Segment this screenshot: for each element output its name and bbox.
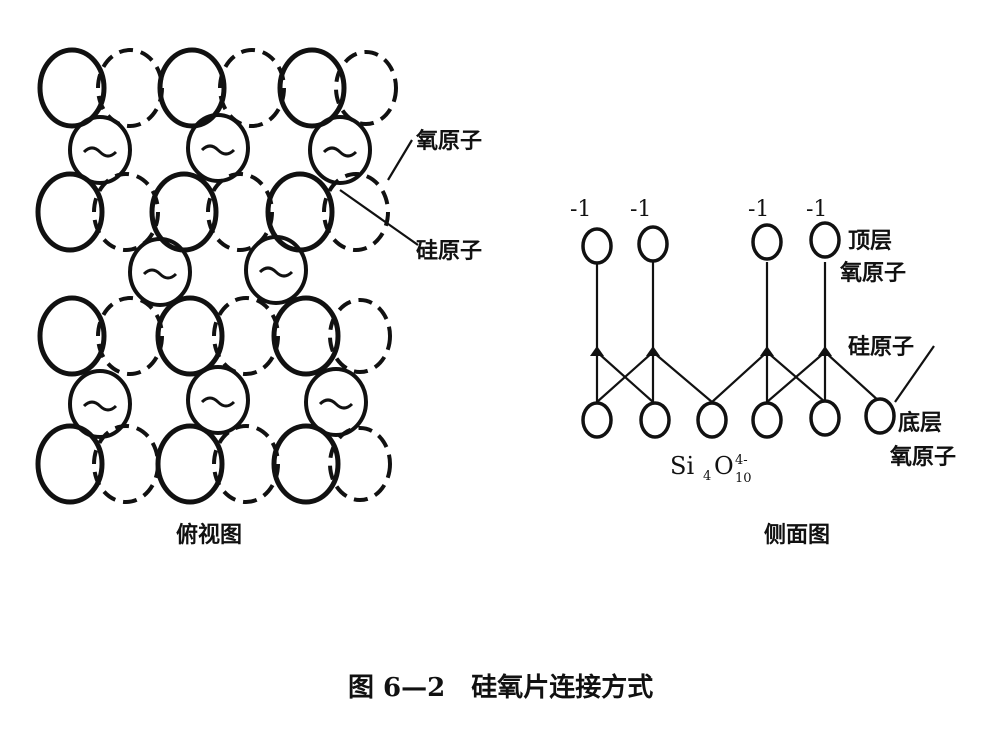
silicon-atom-label: 硅原子 (416, 238, 482, 264)
top-oxygen-atom (637, 225, 669, 263)
silicon-atom (186, 113, 250, 183)
figure-caption: 图 6—2 硅氧片连接方式 (348, 672, 653, 703)
silicon-atom (304, 367, 368, 437)
oxygen-atom (155, 295, 225, 377)
silicon-atom (244, 235, 308, 305)
oxygen-atom (334, 50, 398, 126)
oxygen-row-4 (35, 423, 392, 505)
top-oxygen-atom (809, 221, 841, 259)
side-view-diagram: -1 -1 -1 -1 顶层 氧原子 硅原子 (570, 197, 956, 548)
silicon-mark (258, 266, 294, 278)
bottom-oxygen-atom (696, 401, 728, 439)
oxygen-atom (35, 171, 105, 253)
silicon-atom (308, 115, 372, 185)
formula-charge: 4- (735, 453, 748, 468)
silicon-leader-line (894, 345, 935, 403)
bottom-oxygen-atom (581, 401, 613, 439)
oxygen-row-2 (35, 171, 390, 253)
bottom-oxygen-atom (639, 401, 671, 439)
silicon-row-1 (68, 113, 372, 185)
oxygen-atom (37, 47, 107, 129)
silicon-mark (200, 144, 236, 156)
oxygen-atom (96, 48, 164, 128)
oxygen-atom-label: 氧原子 (415, 128, 482, 154)
silicon-atom (68, 369, 132, 439)
silicon-mark (318, 398, 354, 410)
oxygen-atom (157, 47, 227, 129)
oxygen-row-3 (37, 295, 392, 377)
silicon-mark (82, 146, 118, 158)
oxygen-atom (96, 296, 164, 376)
formula-si: Si (670, 452, 694, 480)
bottom-oxygen-atom (864, 397, 896, 435)
charge-label: -1 (806, 197, 827, 222)
silicon-mark (82, 400, 118, 412)
silicon-atom (186, 365, 250, 435)
bond-zigzag (596, 351, 654, 403)
silicon-marker (818, 346, 832, 356)
oxygen-atom (328, 298, 392, 374)
oxygen-atom (92, 172, 160, 252)
top-view-caption: 俯视图 (176, 522, 242, 548)
bottom-oxygen-atom (751, 401, 783, 439)
silicon-atom (128, 237, 192, 307)
oxygen-atom (35, 423, 105, 505)
oxygen-atom (322, 172, 390, 252)
oxygen-atom (271, 295, 341, 377)
silicon-atom-label: 硅原子 (848, 334, 914, 360)
oxygen-atom (328, 426, 392, 502)
top-oxygen-label: 氧原子 (839, 260, 906, 286)
bottom-oxygen-label: 底层 (898, 410, 942, 436)
silicon-row-3 (68, 365, 368, 439)
top-oxygen-atom (751, 223, 783, 261)
silicon-atom (68, 115, 132, 185)
bottom-oxygen-label: 氧原子 (889, 444, 956, 470)
charge-label: -1 (630, 197, 651, 222)
top-view-diagram: 氧原子 硅原子 俯视图 (35, 47, 482, 548)
oxygen-atom (218, 48, 286, 128)
silicon-marker (760, 346, 774, 356)
silicon-leader-line (339, 189, 419, 246)
top-oxygen-atom (581, 227, 613, 265)
bond-zigzag (596, 350, 826, 404)
oxygen-atom (206, 172, 274, 252)
formula: Si 4 O 10 4- (670, 452, 752, 486)
charge-label: -1 (570, 197, 591, 222)
oxygen-atom (212, 424, 280, 504)
side-view-caption: 侧面图 (764, 522, 830, 548)
silicon-mark (322, 146, 358, 158)
oxygen-atom (212, 296, 280, 376)
charge-label: -1 (748, 197, 769, 222)
oxygen-row-1 (37, 47, 398, 129)
formula-o: O (714, 452, 734, 480)
formula-si-subscript: 4 (703, 469, 711, 484)
silicon-mark (200, 396, 236, 408)
top-oxygen-label: 顶层 (848, 228, 892, 254)
oxygen-atom (277, 47, 347, 129)
oxygen-atom (37, 295, 107, 377)
bottom-oxygen-atom (809, 399, 841, 437)
silicon-marker (646, 346, 660, 356)
oxygen-atom (271, 423, 341, 505)
oxygen-leader-line (387, 139, 413, 181)
formula-o-subscript: 10 (735, 471, 752, 486)
oxygen-atom (155, 423, 225, 505)
silicon-marker (590, 346, 604, 356)
silicon-row-2 (128, 235, 308, 307)
silicon-mark (142, 268, 178, 280)
